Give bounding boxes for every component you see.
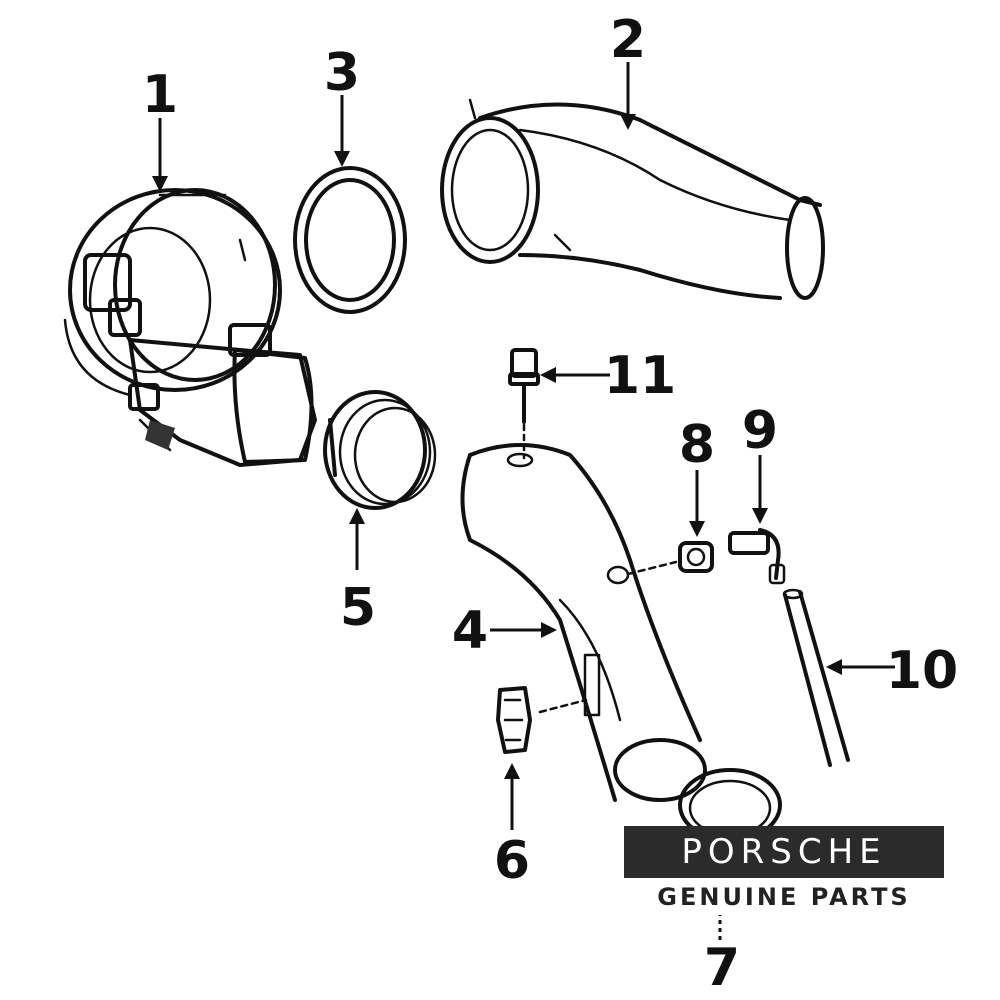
callout-6: 6 bbox=[494, 831, 530, 891]
arrow-5 bbox=[349, 508, 365, 524]
part-10-hose bbox=[782, 588, 850, 767]
callout-labels: 1 3 2 11 5 8 9 4 10 6 7 bbox=[142, 10, 958, 998]
brand-tagline: GENUINE PARTS bbox=[624, 880, 944, 914]
arrow-6 bbox=[504, 763, 520, 779]
callout-9: 9 bbox=[742, 401, 778, 461]
arrow-2 bbox=[620, 114, 636, 130]
part-5-coupling-sleeve bbox=[323, 390, 437, 510]
callout-2: 2 bbox=[610, 10, 646, 70]
callout-10: 10 bbox=[886, 641, 958, 701]
part-8-fitting bbox=[678, 541, 714, 573]
callout-1: 1 bbox=[142, 65, 178, 125]
part-3-seal-ring bbox=[293, 166, 407, 314]
arrow-11 bbox=[540, 367, 556, 383]
callout-3: 3 bbox=[324, 43, 360, 103]
callout-5: 5 bbox=[340, 578, 376, 638]
arrow-4 bbox=[541, 622, 557, 638]
arrow-9 bbox=[752, 508, 768, 524]
arrow-8 bbox=[689, 521, 705, 537]
callout-11: 11 bbox=[604, 346, 676, 406]
part-2-upper-duct bbox=[440, 98, 825, 300]
leader-lines bbox=[152, 62, 895, 940]
part-9-elbow-fitting bbox=[728, 528, 786, 585]
part-1-blower-housing bbox=[63, 188, 317, 467]
brand-logo-bar bbox=[624, 826, 944, 878]
callout-8: 8 bbox=[679, 415, 715, 475]
callout-4: 4 bbox=[452, 601, 488, 661]
brand-logo: PORSCHE bbox=[681, 832, 887, 872]
part-4-intake-pipe bbox=[460, 443, 707, 802]
callout-7: 7 bbox=[704, 938, 740, 998]
arrow-10 bbox=[826, 659, 842, 675]
arrow-1 bbox=[152, 176, 168, 192]
part-11-bolt bbox=[508, 348, 540, 460]
part-6-clip bbox=[496, 686, 588, 754]
arrow-3 bbox=[334, 151, 350, 167]
